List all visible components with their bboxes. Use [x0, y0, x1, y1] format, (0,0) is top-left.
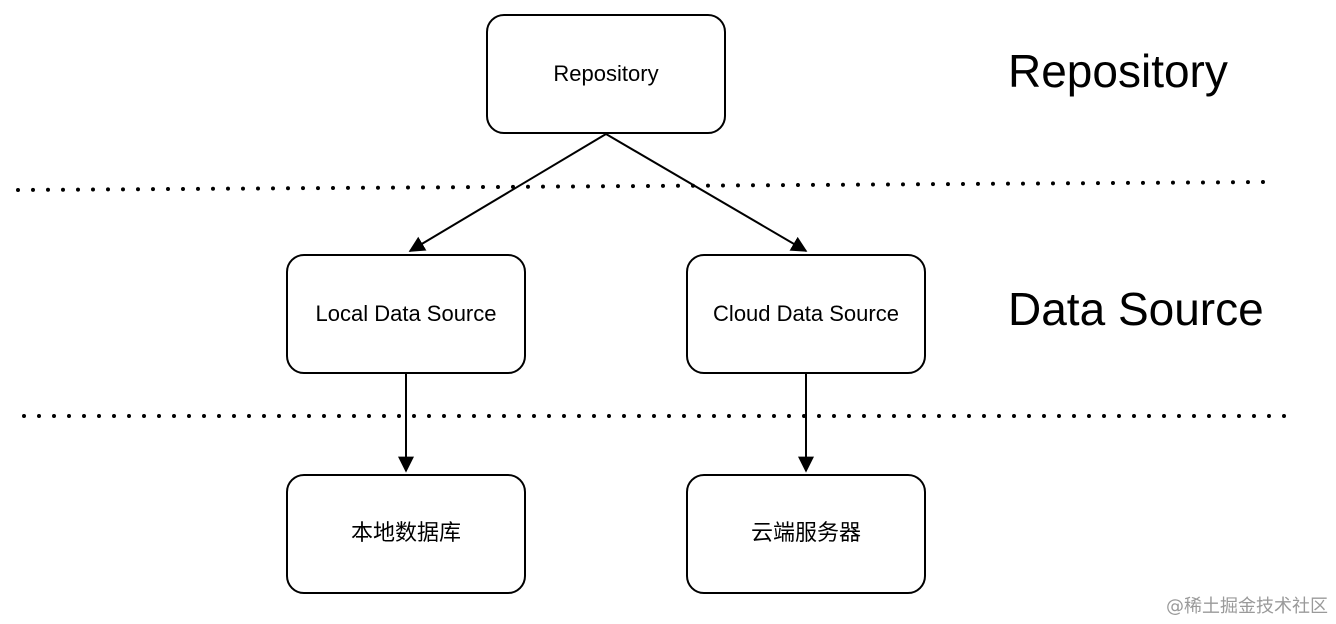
- local-data-source-node-label: Local Data Source: [315, 300, 497, 326]
- watermark: @稀土掘金技术社区: [1166, 596, 1328, 617]
- local-database-node-label: 本地数据库: [350, 520, 461, 546]
- local-database-node[interactable]: 本地数据库: [286, 474, 526, 594]
- cloud-server-node-label: 云端服务器: [750, 520, 861, 546]
- arrow-repository-to-cloud: [605, 133, 808, 252]
- cloud-server-node[interactable]: 云端服务器: [686, 474, 926, 594]
- cloud-data-source-node[interactable]: Cloud Data Source: [686, 254, 926, 374]
- local-data-source-node[interactable]: Local Data Source: [286, 254, 526, 374]
- cloud-data-source-node-label: Cloud Data Source: [713, 300, 899, 326]
- repository-node[interactable]: Repository: [486, 14, 726, 134]
- arrow-repository-to-local: [408, 133, 607, 252]
- layer-label-data-source: Data Source: [1008, 283, 1264, 335]
- repository-node-label: Repository: [553, 60, 659, 86]
- dotted-separator-top: [16, 180, 1274, 192]
- layer-label-repository: Repository: [1008, 45, 1228, 97]
